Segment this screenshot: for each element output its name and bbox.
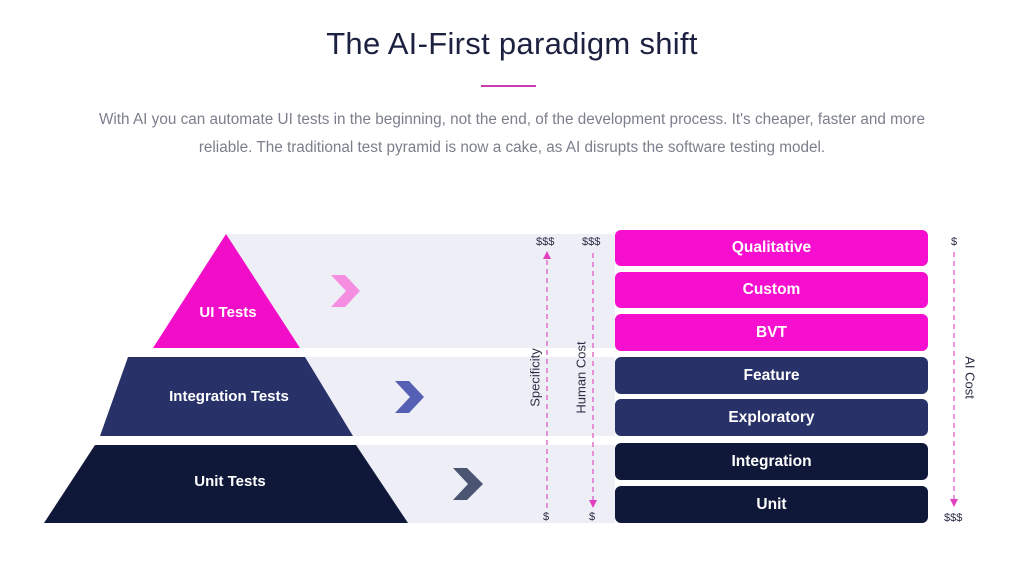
cake-layer-bvt: BVT	[615, 314, 928, 351]
cake-layer-qualitative: Qualitative	[615, 230, 928, 266]
page-title: The AI-First paradigm shift	[326, 26, 698, 61]
pyramid-label-unit: Unit Tests	[194, 473, 266, 490]
specificity-label: Specificity	[527, 348, 543, 407]
page-description: With AI you can automate UI tests in the…	[98, 111, 926, 156]
cake-layer-integration: Integration	[615, 443, 928, 480]
cake-layer-exploratory: Exploratory	[615, 399, 928, 436]
specificity-bottom: $	[543, 511, 550, 523]
chevron-right-icon	[331, 275, 360, 307]
pyramid-top	[153, 234, 300, 348]
pyramid-middle	[100, 357, 353, 436]
pyramid-bottom	[44, 445, 408, 523]
cake-layer-unit: Unit	[615, 486, 928, 523]
arrow-down-icon	[589, 500, 597, 508]
specificity-top: $$$	[536, 236, 555, 248]
human-cost-top: $$$	[582, 236, 601, 248]
band-ui	[226, 234, 615, 348]
chevron-right-icon	[453, 468, 483, 500]
ai-cost-top: $	[951, 236, 958, 248]
pyramid-label-integration: Integration Tests	[169, 388, 289, 405]
human-cost-bottom: $	[589, 511, 596, 523]
cake-layer-feature: Feature	[615, 357, 928, 394]
pyramid-label-ui: UI Tests	[199, 304, 257, 321]
arrow-up-icon	[543, 251, 551, 259]
arrow-down-icon	[950, 499, 958, 507]
ai-cost-bottom: $$$	[944, 512, 963, 524]
chevron-right-icon	[395, 381, 424, 413]
cake-layer-custom: Custom	[615, 272, 928, 308]
human-cost-label: Human Cost	[573, 341, 589, 414]
ai-cost-label: AI Cost	[962, 356, 978, 399]
title-divider	[481, 85, 536, 87]
